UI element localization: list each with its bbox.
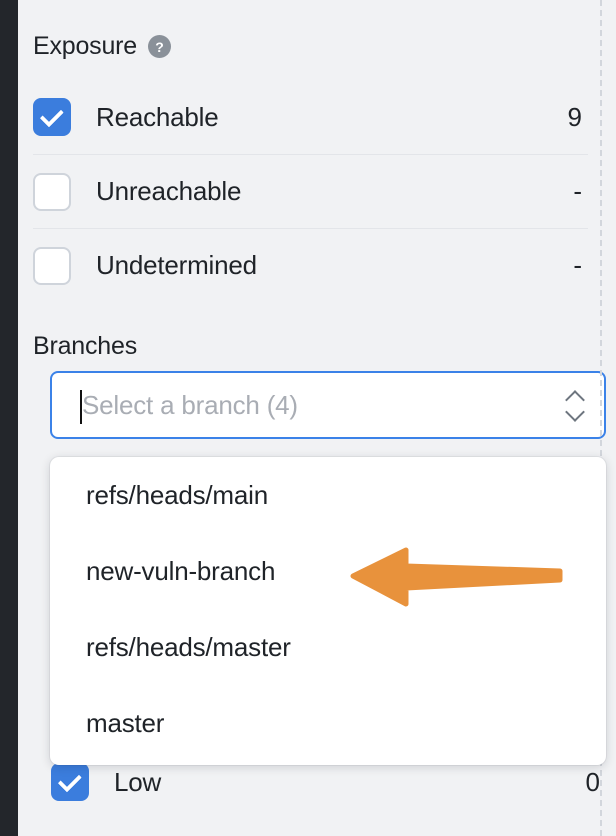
help-circle-icon[interactable]: ? <box>148 35 172 58</box>
checkbox-unreachable[interactable] <box>33 172 71 211</box>
branch-option-master[interactable]: master <box>86 707 165 738</box>
branch-option-new-vuln-branch[interactable]: new-vuln-branch <box>86 555 276 586</box>
branch-select-input[interactable]: Select a branch (4) <box>50 371 606 439</box>
branches-section-header: Branches <box>33 332 137 361</box>
exposure-count-unreachable: - <box>573 176 582 206</box>
exposure-row-undetermined[interactable]: Undetermined - <box>33 228 588 302</box>
text-caret <box>80 390 82 424</box>
exposure-section-header: Exposure ? <box>33 32 172 61</box>
exposure-label-unreachable: Unreachable <box>96 176 242 206</box>
exposure-label-reachable: Reachable <box>96 101 219 132</box>
checkbox-undetermined[interactable] <box>33 246 71 285</box>
severity-row-low[interactable]: Low 0 <box>51 752 606 812</box>
exposure-title: Exposure <box>33 32 138 60</box>
exposure-row-reachable[interactable]: Reachable 9 <box>33 80 588 154</box>
exposure-row-unreachable[interactable]: Unreachable - <box>33 154 588 228</box>
exposure-label-undetermined: Undetermined <box>96 250 257 280</box>
branch-select-placeholder: Select a branch (4) <box>82 389 298 420</box>
severity-label-low: Low <box>114 766 162 797</box>
branch-option-refs-heads-main[interactable]: refs/heads/main <box>86 479 268 510</box>
checkbox-low[interactable] <box>51 763 89 801</box>
chevron-up-down-icon[interactable] <box>564 390 586 420</box>
exposure-count-reachable: 9 <box>567 101 582 132</box>
filters-panel: Exposure ? Reachable 9 Unreachable - Und… <box>18 0 606 836</box>
exposure-count-undetermined: - <box>573 250 582 280</box>
branch-options-dropdown[interactable]: refs/heads/main new-vuln-branch refs/hea… <box>50 457 606 765</box>
severity-count-low: 0 <box>585 766 600 797</box>
branch-option-refs-heads-master[interactable]: refs/heads/master <box>86 631 291 662</box>
checkbox-reachable[interactable] <box>33 98 71 136</box>
exposure-filter-list: Reachable 9 Unreachable - Undetermined - <box>33 80 588 302</box>
panel-right-guide <box>600 0 602 836</box>
app-left-rail <box>0 0 18 836</box>
branches-title: Branches <box>33 332 138 360</box>
